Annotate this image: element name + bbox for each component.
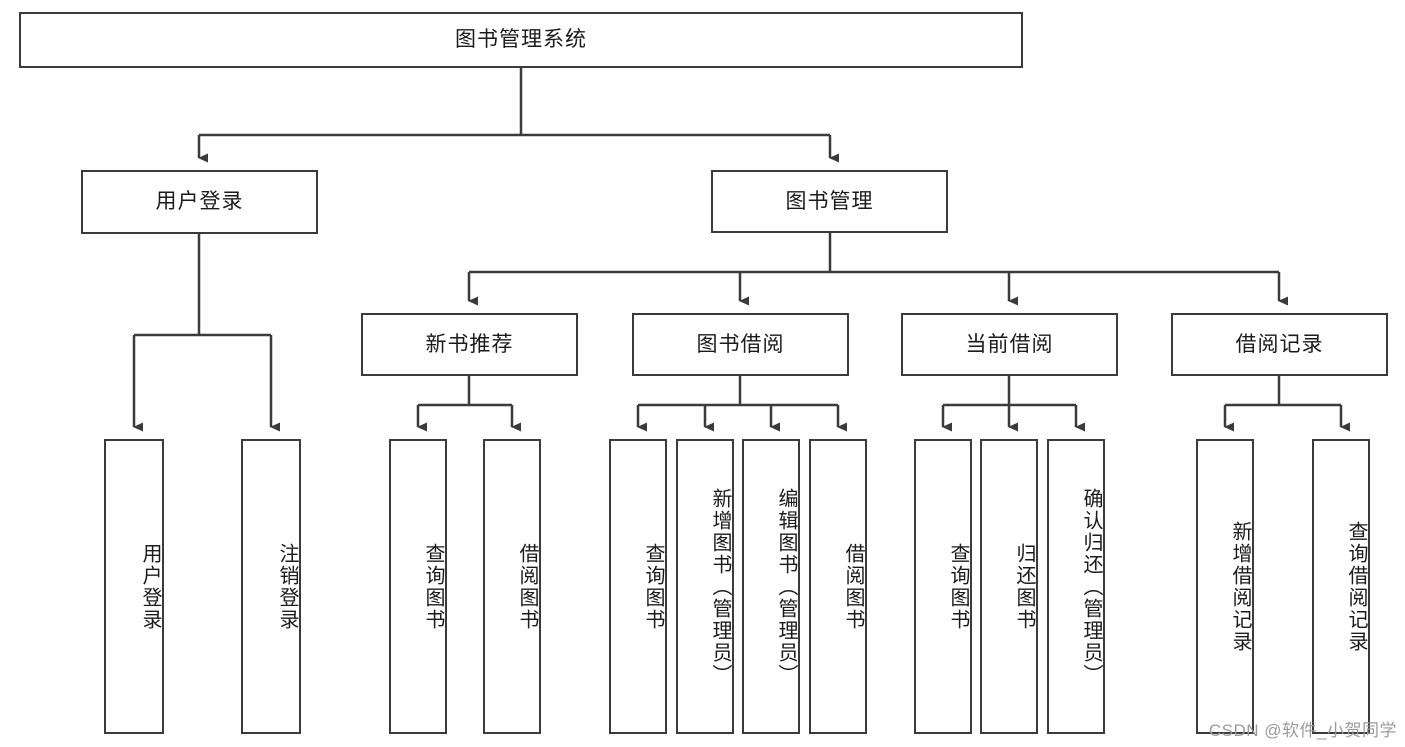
leaf-borrow-borrow-book[interactable]: 借阅图书	[809, 439, 867, 734]
node-root-system[interactable]: 图书管理系统	[19, 12, 1023, 68]
node-label: 新增借阅记录	[1229, 520, 1251, 653]
node-label: 图书管理系统	[455, 28, 587, 52]
node-label: 借阅图书	[842, 542, 864, 631]
leaf-borrow-edit-book[interactable]: 编辑图书（管理员）	[742, 439, 800, 734]
watermark: CSDN @软件_小贺同学	[1208, 721, 1397, 740]
node-label: 查询图书	[642, 542, 664, 631]
node-label: 新增图书（管理员）	[709, 487, 731, 686]
node-borrow-record[interactable]: 借阅记录	[1171, 313, 1388, 376]
leaf-current-return-book[interactable]: 归还图书	[980, 439, 1038, 734]
leaf-borrow-query-book[interactable]: 查询图书	[609, 439, 667, 734]
node-label: 新书推荐	[425, 332, 514, 356]
node-label: 查询图书	[422, 542, 444, 631]
node-book-borrow[interactable]: 图书借阅	[632, 313, 849, 376]
leaf-record-add-record[interactable]: 新增借阅记录	[1196, 439, 1254, 734]
node-current-borrow[interactable]: 当前借阅	[901, 313, 1118, 376]
node-user-login[interactable]: 用户登录	[81, 170, 318, 234]
leaf-recommend-borrow-book[interactable]: 借阅图书	[483, 439, 541, 734]
node-label: 借阅图书	[516, 542, 538, 631]
node-label: 用户登录	[139, 542, 161, 631]
leaf-current-confirm-return[interactable]: 确认归还（管理员）	[1047, 439, 1105, 734]
leaf-recommend-query-book[interactable]: 查询图书	[389, 439, 447, 734]
node-label: 图书管理	[785, 189, 874, 213]
node-new-book-recommend[interactable]: 新书推荐	[361, 313, 578, 376]
node-book-management[interactable]: 图书管理	[711, 170, 948, 233]
node-label: 编辑图书（管理员）	[775, 487, 797, 686]
node-label: 用户登录	[155, 190, 244, 214]
node-label: 确认归还（管理员）	[1080, 487, 1102, 686]
leaf-record-query-record[interactable]: 查询借阅记录	[1312, 439, 1370, 734]
node-label: 借阅记录	[1235, 332, 1324, 356]
node-label: 当前借阅	[965, 332, 1054, 356]
leaf-borrow-add-book[interactable]: 新增图书（管理员）	[676, 439, 734, 734]
leaf-user-login-signout[interactable]: 注销登录	[241, 439, 301, 734]
node-label: 注销登录	[276, 542, 298, 631]
node-label: 归还图书	[1013, 542, 1035, 631]
node-label: 查询图书	[947, 542, 969, 631]
node-label: 查询借阅记录	[1345, 520, 1367, 653]
node-label: 图书借阅	[696, 332, 785, 356]
leaf-current-query-book[interactable]: 查询图书	[914, 439, 972, 734]
leaf-user-login-signin[interactable]: 用户登录	[104, 439, 164, 734]
